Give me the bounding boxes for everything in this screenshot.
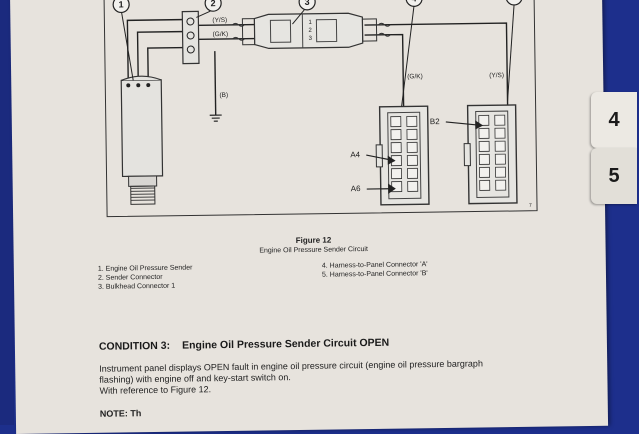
corner-mark: 7	[529, 203, 532, 209]
panel-connector-b-icon	[464, 105, 517, 204]
note-text: NOTE: Th	[100, 408, 142, 419]
ground-icon	[210, 115, 222, 121]
callout-2: 2	[211, 0, 216, 8]
manual-page: 1 2 3	[10, 0, 608, 434]
figure-subtitle: Engine Oil Pressure Sender Circuit	[194, 245, 434, 255]
pin-label-a6: A6	[351, 184, 361, 193]
legend-item: 5. Harness-to-Panel Connector 'B'	[322, 269, 428, 279]
callout-4: 4	[412, 0, 417, 3]
callout-3: 3	[305, 0, 310, 7]
oil-pressure-sender-icon	[121, 76, 163, 205]
wire-ground	[215, 51, 216, 115]
wire-label-ys-right: (Y/S)	[489, 72, 504, 79]
wire-2	[138, 32, 190, 81]
wiring-diagram: 1 2 3	[102, 0, 541, 229]
condition-label: CONDITION 3:	[99, 340, 170, 353]
pin-label-b2: B2	[430, 117, 440, 126]
wire-label-b: (B)	[219, 92, 228, 99]
wire-label-gk-left: (G/K)	[213, 31, 229, 38]
legend-left: 1. Engine Oil Pressure Sender 2. Sender …	[98, 263, 193, 291]
panel-connector-a-icon	[376, 106, 429, 205]
sender-connector-icon	[182, 11, 199, 63]
wire-label-gk-right: (G/K)	[407, 73, 423, 80]
condition-title: Engine Oil Pressure Sender Circuit OPEN	[182, 337, 389, 352]
section-tab-4[interactable]: 4	[591, 92, 637, 148]
body-paragraph: Instrument panel displays OPEN fault in …	[99, 358, 519, 397]
wire-1	[127, 20, 189, 81]
callout-5: 5	[512, 0, 517, 2]
wire-gk-b	[365, 35, 404, 110]
legend-item: 3. Bulkhead Connector 1	[98, 281, 193, 291]
section-tabs: 4 5	[591, 0, 639, 425]
pin-label-a4: A4	[350, 150, 360, 159]
legend-right: 4. Harness-to-Panel Connector 'A' 5. Har…	[322, 260, 428, 279]
wire-label-ys-left: (Y/S)	[212, 17, 227, 24]
section-tab-5[interactable]: 5	[591, 148, 637, 204]
callout-1: 1	[119, 0, 124, 9]
condition-heading: CONDITION 3: Engine Oil Pressure Sender C…	[99, 337, 389, 353]
